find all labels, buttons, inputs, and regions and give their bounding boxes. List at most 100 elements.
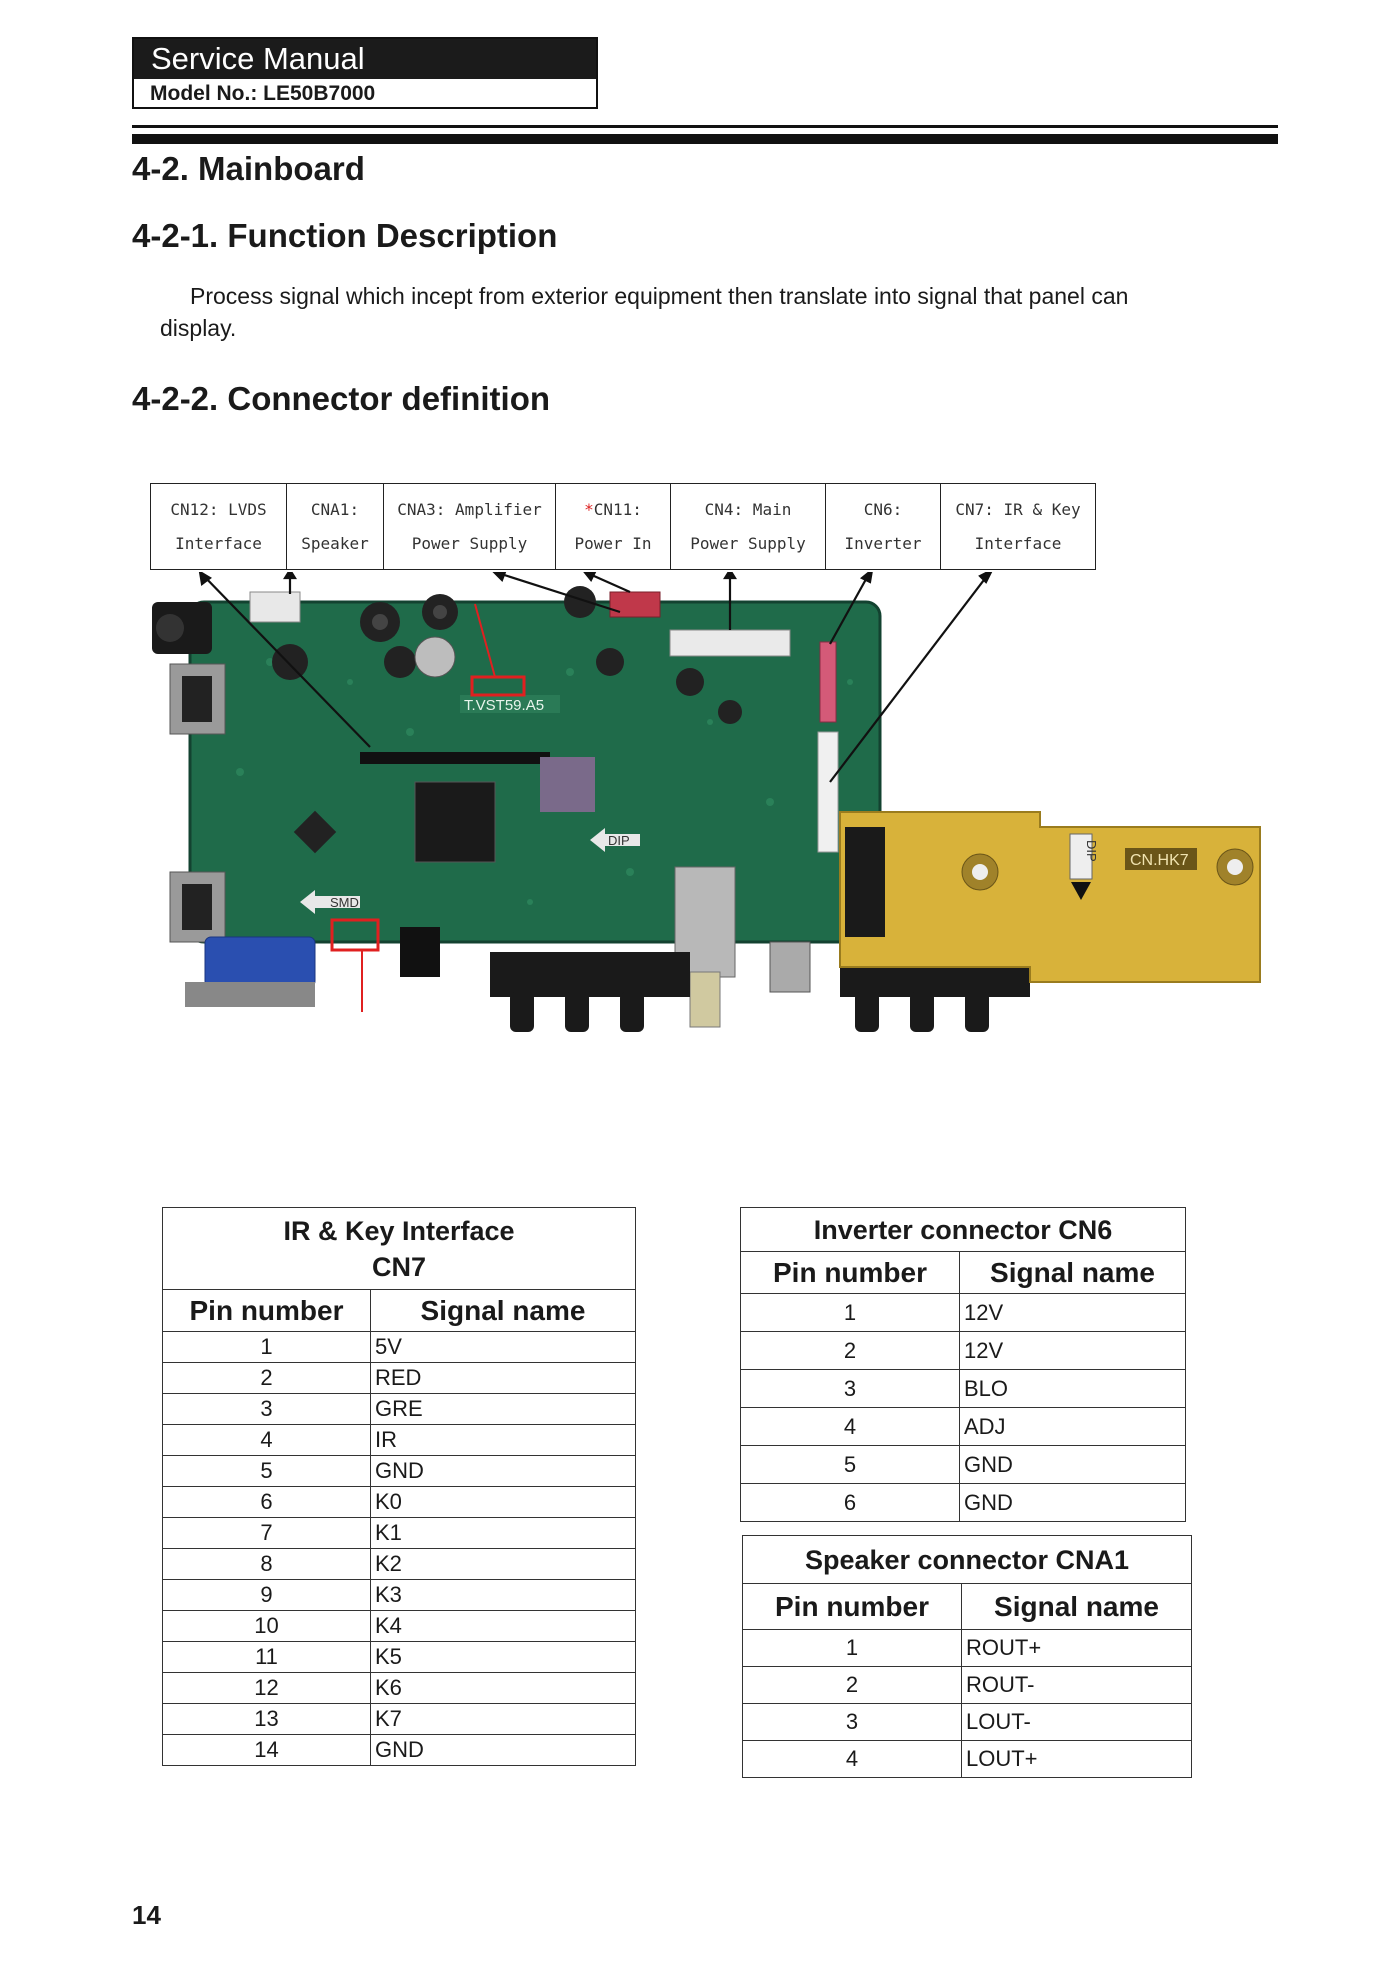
sub-board-label: CN.HK7 [1130, 852, 1189, 869]
function-description-text: Process signal which incept from exterio… [160, 283, 1129, 341]
asterisk-mark: * [584, 499, 594, 519]
signal-cell: K0 [370, 1486, 636, 1518]
dip-label: DIP [608, 833, 630, 848]
connector-label-line: Interface [175, 534, 262, 554]
speaker-table: Speaker connector CNA1 Pin number Signal… [742, 1535, 1192, 1778]
signal-cell: IR [370, 1424, 636, 1456]
ir-key-table-title: IR & Key Interface CN7 [162, 1207, 636, 1290]
signal-cell: GND [959, 1445, 1186, 1484]
inverter-table-title: Inverter connector CN6 [740, 1207, 1186, 1252]
connector-label-line: Speaker [301, 534, 369, 554]
highlight-box-bottom [330, 918, 380, 952]
page-number: 14 [132, 1900, 161, 1930]
pin-cell: 8 [162, 1548, 371, 1580]
mainboard-photo: T.VST59.A5 DIP SMD CN.HK7 DIP [152, 572, 1261, 1032]
usb-port [769, 941, 811, 993]
connector-label-line: Power Supply [411, 534, 528, 554]
smd-label: SMD [330, 895, 359, 910]
sub-dip-label: DIP [1084, 840, 1099, 862]
connector-label-cn11: *CN11: Power In [556, 484, 671, 569]
connector-label-line: Inverter [844, 534, 922, 554]
pin-cell: 3 [742, 1703, 962, 1741]
connector-label-cn4: CN4: Main Power Supply [671, 484, 826, 569]
connector-label-cn12: CN12: LVDS Interface [151, 484, 287, 569]
signal-cell: GRE [370, 1393, 636, 1425]
connector-label-line: Interface [974, 534, 1062, 554]
pin-cell: 4 [162, 1424, 371, 1456]
speaker-col-pin: Pin number [742, 1583, 962, 1630]
ir-key-connector [817, 731, 839, 853]
signal-cell: ROUT- [961, 1666, 1192, 1704]
heading-connector-definition: 4-2-2. Connector definition [132, 380, 551, 417]
highlight-box-top [470, 675, 526, 697]
signal-cell: GND [959, 1483, 1186, 1522]
speaker-col-signal: Signal name [961, 1583, 1192, 1630]
connector-label-line: CN7: IR & Key [955, 499, 1081, 519]
pin-cell: 1 [162, 1331, 371, 1363]
header-model: Model No.: LE50B7000 [150, 82, 376, 105]
signal-cell: K1 [370, 1517, 636, 1549]
connector-label-line: CN12: LVDS [170, 499, 267, 519]
down-arrow-icon [1071, 882, 1091, 900]
connector-label-row: CN12: LVDS Interface CNA1: Speaker CNA3:… [150, 483, 1096, 570]
connector-label-line: CN6: [863, 499, 903, 519]
ir-key-col-signal: Signal name [370, 1289, 636, 1332]
pin-cell: 2 [162, 1362, 371, 1394]
pin-cell: 12 [162, 1672, 371, 1704]
silver-capacitor [414, 636, 456, 678]
pin-cell: 6 [162, 1486, 371, 1518]
ir-key-col-pin: Pin number [162, 1289, 371, 1332]
signal-cell: 12V [959, 1293, 1186, 1332]
pin-cell: 3 [162, 1393, 371, 1425]
ir-key-table: IR & Key Interface CN7 Pin number Signal… [162, 1207, 636, 1766]
board-model-text: T.VST59.A5 [464, 697, 544, 714]
ir-key-title-line1: IR & Key Interface [283, 1215, 515, 1246]
pin-cell: 2 [740, 1331, 960, 1370]
connector-label-line: Power Supply [690, 534, 806, 554]
signal-cell: ROUT+ [961, 1629, 1192, 1667]
pin-cell: 11 [162, 1641, 371, 1673]
sub-board-header [845, 827, 885, 937]
ir-key-title-line2: CN7 [371, 1251, 426, 1282]
signal-cell: 5V [370, 1331, 636, 1363]
pin-cell: 2 [742, 1666, 962, 1704]
connector-label-cna1: CNA1: Speaker [287, 484, 384, 569]
connector-label-cn7: CN7: IR & Key Interface [941, 484, 1095, 569]
pin-cell: 1 [740, 1293, 960, 1332]
speaker-table-title: Speaker connector CNA1 [742, 1535, 1192, 1584]
pin-cell: 4 [740, 1407, 960, 1446]
signal-cell: RED [370, 1362, 636, 1394]
main-processor-chip [414, 781, 496, 863]
connector-label-line: CN4: Main [704, 499, 792, 519]
heading-mainboard: 4-2. Mainboard [132, 150, 365, 187]
signal-cell: K5 [370, 1641, 636, 1673]
header-box: Service Manual Model No.: LE50B7000 [132, 37, 598, 109]
callout-arrows [198, 572, 993, 783]
inverter-connector [819, 641, 837, 723]
pin-cell: 5 [740, 1445, 960, 1484]
rca-jacks [490, 952, 1030, 1032]
signal-cell: K3 [370, 1579, 636, 1611]
pin-cell: 7 [162, 1517, 371, 1549]
